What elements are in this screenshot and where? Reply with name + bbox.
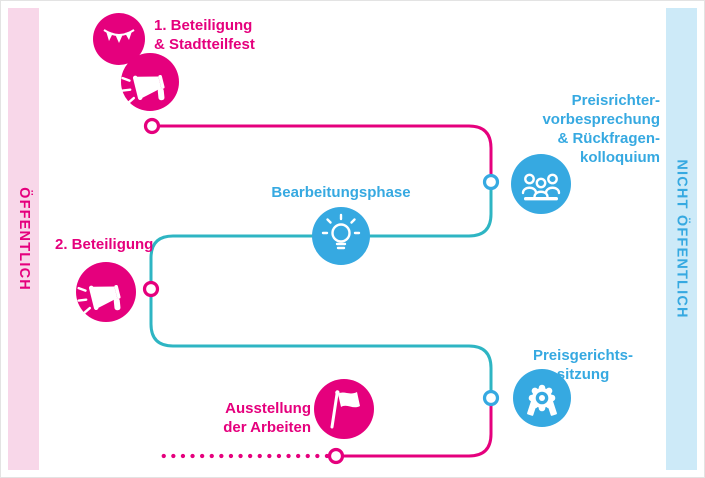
preisgericht-label: Preisgerichts- sitzung bbox=[523, 346, 643, 384]
preisrichter-line2: vorbesprechung bbox=[542, 111, 660, 128]
non-public-phase-band: NICHT ÖFFENTLICH bbox=[666, 8, 697, 470]
step1-label: 1. Beteiligung & Stadtteilfest bbox=[154, 16, 314, 54]
milestone-ring-4 bbox=[482, 389, 500, 407]
step2-label: 2. Beteiligung bbox=[55, 236, 154, 253]
flag-icon bbox=[314, 379, 374, 439]
preisrichter-line1: Preisrichter- bbox=[571, 92, 660, 109]
milestone-ring-5 bbox=[327, 447, 345, 465]
preisgericht-line2: sitzung bbox=[556, 366, 610, 383]
pennant-banner-icon bbox=[93, 13, 145, 65]
milestone-rings bbox=[142, 117, 500, 465]
ausstellung-line2: der Arbeiten bbox=[223, 419, 311, 436]
milestone-ring-3 bbox=[142, 280, 160, 298]
preisrichter-line4: kolloquium bbox=[580, 149, 660, 166]
connector-3 bbox=[149, 296, 493, 391]
milestone-ring-2 bbox=[482, 173, 500, 191]
connector-4 bbox=[343, 405, 493, 458]
ausstellung-line1: Ausstellung bbox=[225, 400, 311, 417]
step1-line1: 1. Beteiligung bbox=[154, 17, 253, 34]
ausstellung-label: Ausstellung der Arbeiten bbox=[161, 399, 311, 437]
jury-people-icon bbox=[511, 154, 571, 214]
milestone-ring-1 bbox=[143, 117, 161, 135]
megaphone-icon bbox=[74, 262, 136, 322]
preisrichter-label: Preisrichter- vorbesprechung & Rückfrage… bbox=[460, 91, 660, 167]
megaphone-icon bbox=[118, 53, 179, 111]
preisrichter-line3: & Rückfragen- bbox=[557, 130, 660, 147]
public-phase-band: ÖFFENTLICH bbox=[8, 8, 39, 470]
preisgericht-line1: Preisgerichts- bbox=[532, 347, 634, 364]
lightbulb-icon bbox=[312, 207, 370, 265]
award-medal-icon bbox=[513, 369, 571, 427]
flow-connectors bbox=[149, 124, 493, 459]
connector-1 bbox=[159, 124, 493, 175]
step1-line2: & Stadtteilfest bbox=[154, 36, 255, 53]
bearbeitungsphase-label: Bearbeitungsphase bbox=[271, 184, 411, 201]
